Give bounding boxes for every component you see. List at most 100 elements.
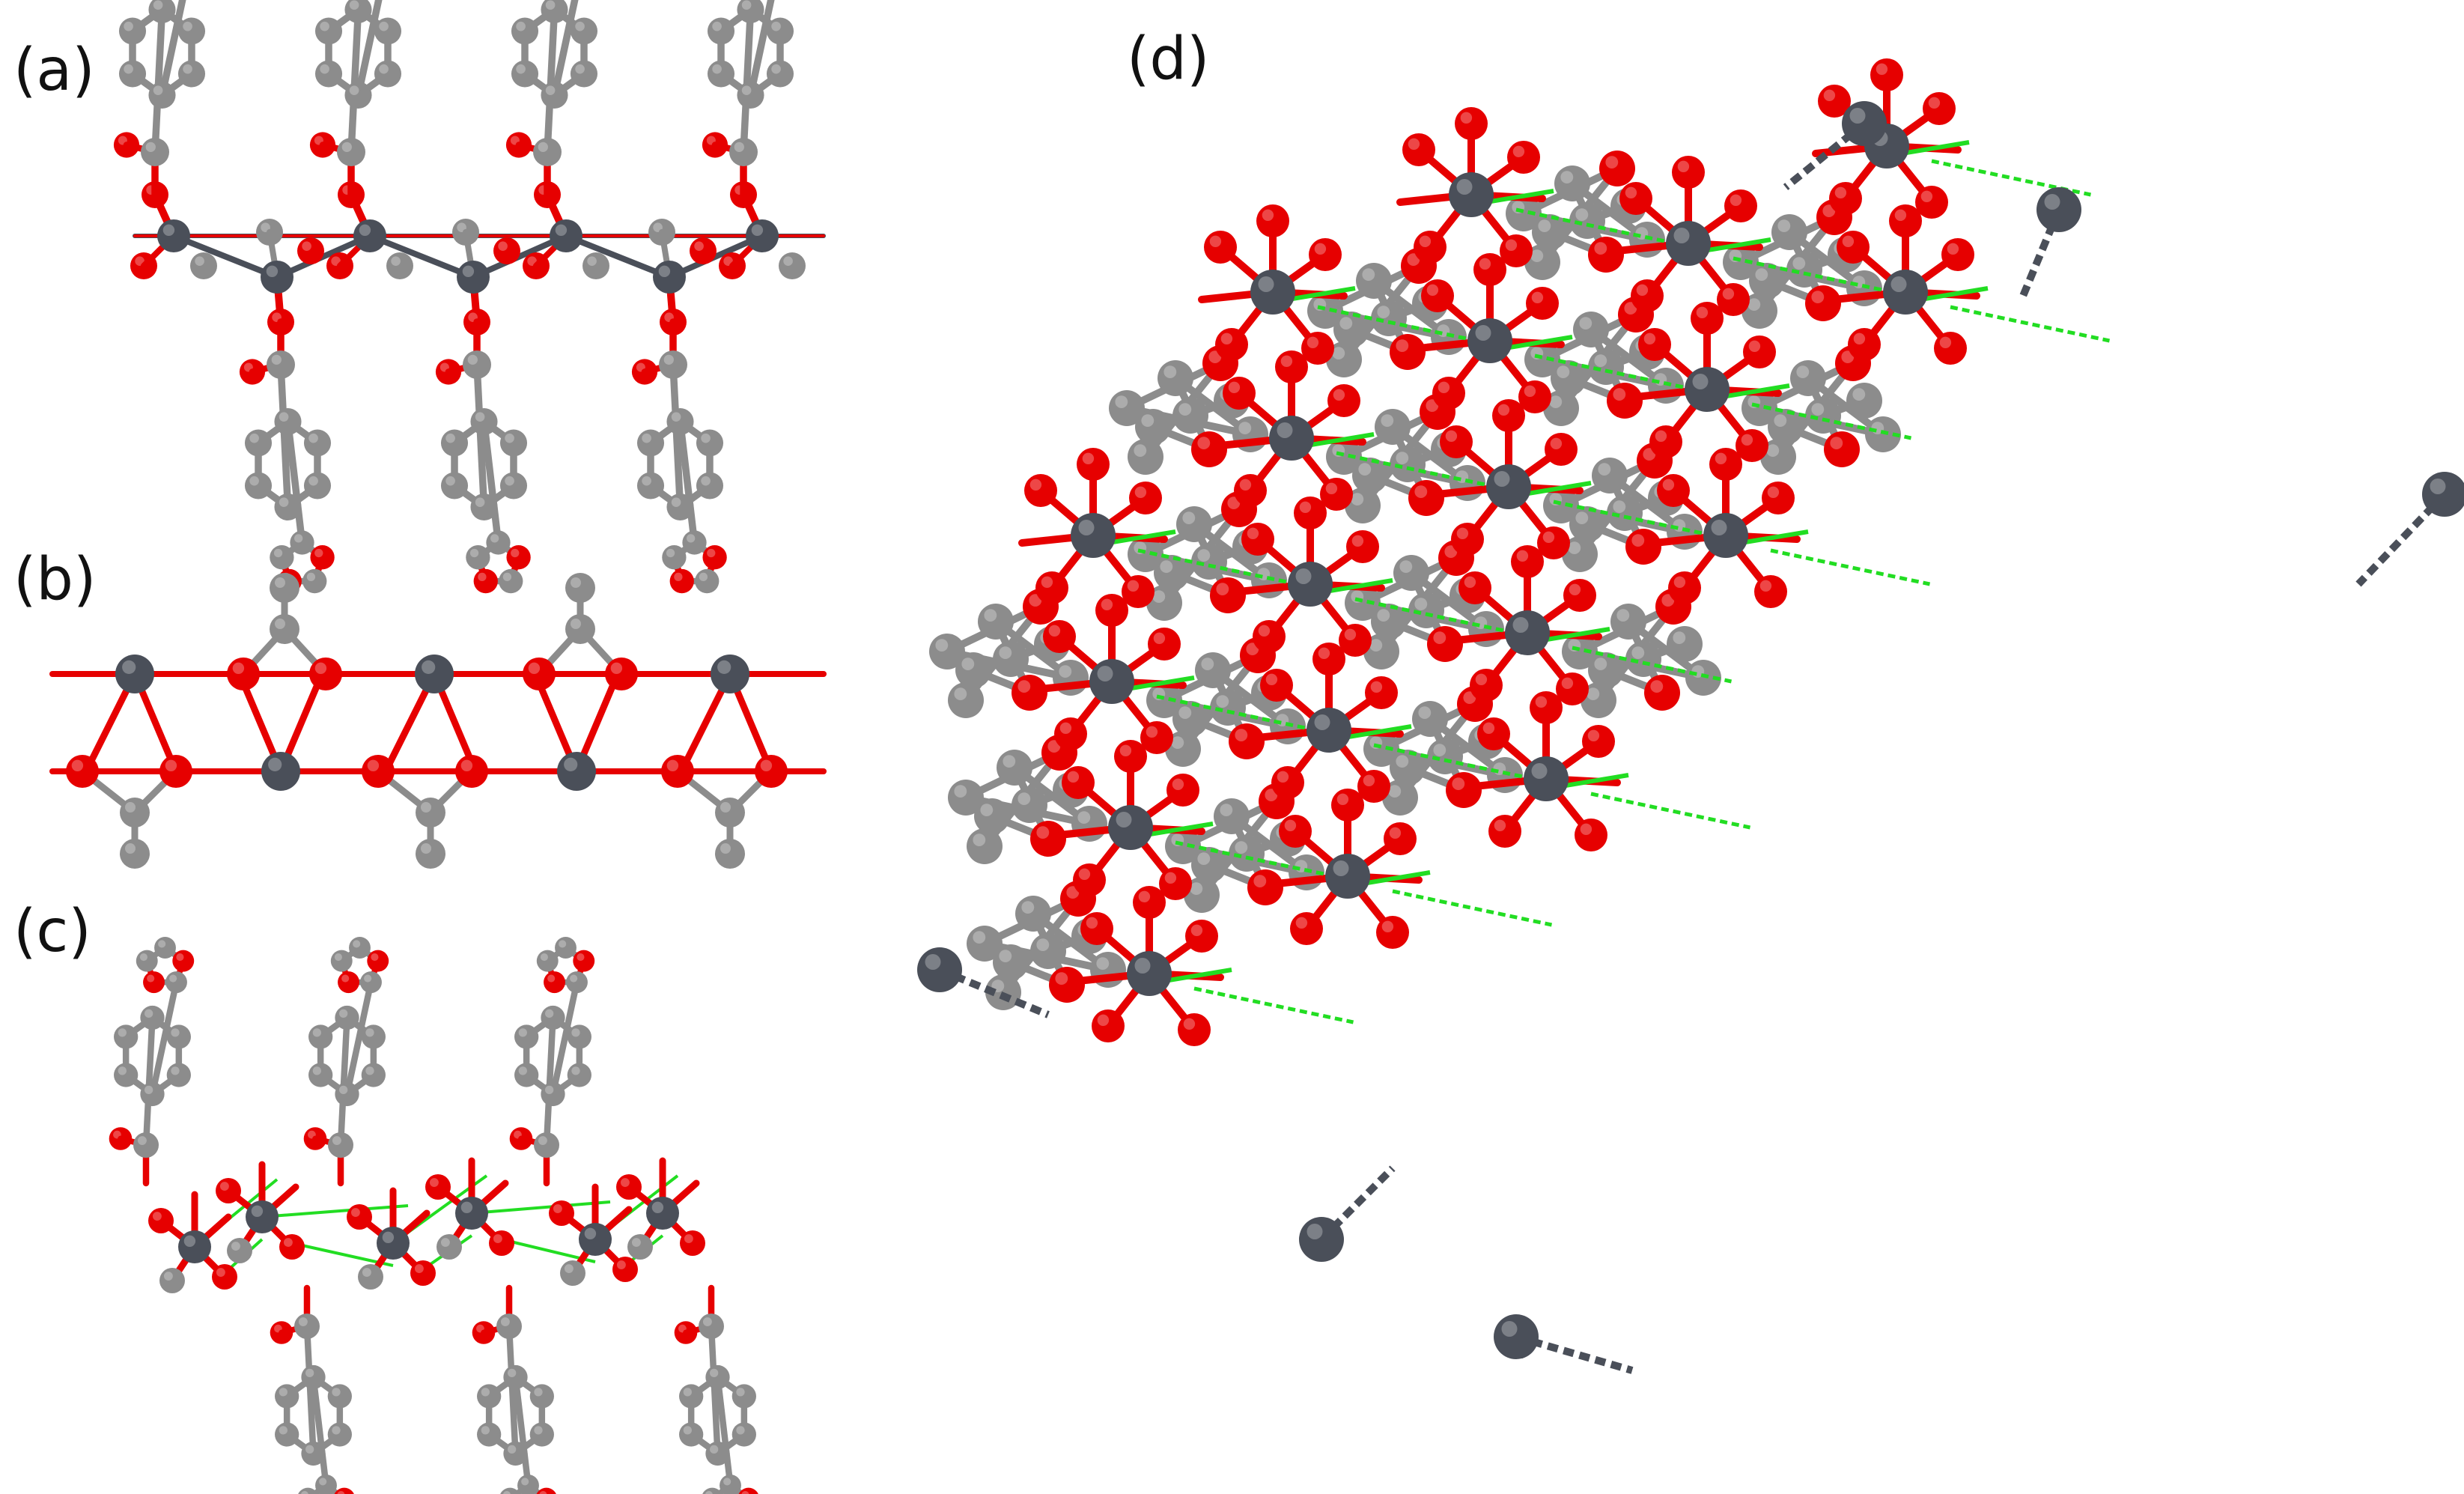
carbon-atom [328,1132,353,1158]
oxygen-atom [1215,328,1248,361]
oxygen-atom [1743,335,1776,368]
carbon-atom [705,1441,730,1466]
carbon-atom [1427,738,1463,774]
atom-highlight [1086,917,1098,929]
carbon-atom [1165,731,1201,767]
carbon-atom [360,971,382,994]
atom-highlight [1127,580,1140,592]
atom-highlight [954,687,967,700]
oxygen-atom [669,568,694,594]
carbon-atom [274,493,302,521]
atom-highlight [365,1066,374,1075]
oxygen-atom [347,1204,372,1230]
carbon-atom [314,60,343,88]
carbon-atom [148,81,176,109]
panel-label-c: (c) [13,898,91,965]
atom-highlight [571,619,581,629]
carbon-atom [555,937,577,959]
carbon-atom [715,839,745,869]
atom-highlight [1535,696,1548,708]
atom-highlight [575,64,585,74]
metal-atom [1842,101,1887,146]
atom-highlight [312,1066,321,1075]
atom-highlight [298,1317,308,1327]
carbon-atom [779,252,806,279]
carbon-atom [503,1364,528,1390]
carbon-atom [303,472,332,499]
atom-highlight [1766,444,1780,457]
atom-highlight [1280,355,1293,367]
oxygen-atom [1178,1013,1211,1046]
carbon-atom [477,1384,502,1409]
carbon-atom [1214,798,1250,834]
bond [284,418,306,547]
oxygen-atom [690,237,717,264]
oxygen-atom [1829,182,1862,215]
carbon-atom [529,1422,554,1447]
carbon-atom [298,1487,318,1494]
carbon-atom [1345,488,1381,523]
carbon-atom [967,926,1003,962]
carbon-atom [1326,341,1362,377]
atom-highlight [371,953,379,962]
atom-highlight [534,1388,543,1397]
carbon-atom [627,1234,653,1260]
metal-atom [353,219,386,252]
atom-highlight [1561,677,1574,689]
oxygen-atom [1320,478,1353,511]
oxygen-atom [616,1174,642,1200]
atom-highlight [153,0,163,10]
oxygen-atom [1762,482,1795,514]
carbon-atom [166,1024,191,1049]
atom-highlight [1183,1018,1196,1030]
atom-highlight [1834,186,1847,198]
atom-highlight [1920,190,1933,202]
metal-atom [1250,270,1295,315]
atom-highlight [1067,771,1080,783]
atom-highlight [1201,658,1214,670]
metal-atom [1449,172,1494,217]
carbon-atom [270,573,299,603]
oxygen-atom [1511,545,1544,578]
metal-atom [1467,318,1512,363]
hydrogen-bond [1920,286,1989,302]
atom-highlight [312,1028,321,1037]
atom-highlight [302,241,311,252]
atom-highlight [620,1178,630,1188]
atom-highlight [334,953,342,962]
oxygen-atom [279,1234,305,1260]
oxygen-atom [1185,920,1218,953]
carbon-atom [275,1422,299,1447]
atom-highlight [490,534,499,543]
atom-highlight [273,548,283,558]
atom-highlight [171,1066,180,1075]
atom-highlight [1408,138,1420,150]
atom-highlight [153,85,163,96]
atom-highlight [1141,414,1155,427]
atom-highlight [1456,179,1473,195]
atom-highlight [671,497,681,507]
atom-highlight [1182,511,1196,524]
atom-highlight [183,21,192,31]
atom-highlight [508,1445,517,1454]
carbon-atom [1846,383,1882,419]
atom-highlight [275,577,285,588]
atom-highlight [518,1066,527,1075]
hydrogen-bond [1751,402,1912,440]
atom-highlight [332,1388,341,1397]
hydrogen-bond [1590,792,1751,830]
carbon-atom [1363,731,1399,767]
atom-highlight [1524,385,1536,397]
atom-highlight [1755,268,1768,281]
atom-highlight [379,64,389,74]
carbon-atom [308,1063,333,1087]
carbon-atom [358,1264,383,1290]
atom-highlight [1452,777,1465,790]
atom-highlight [481,1388,490,1397]
atom-highlight [183,1235,196,1248]
oxygen-atom [536,1487,556,1494]
atom-highlight [1197,549,1211,562]
atom-highlight [694,241,704,252]
atom-highlight [320,64,329,74]
atom-highlight [1396,452,1409,464]
